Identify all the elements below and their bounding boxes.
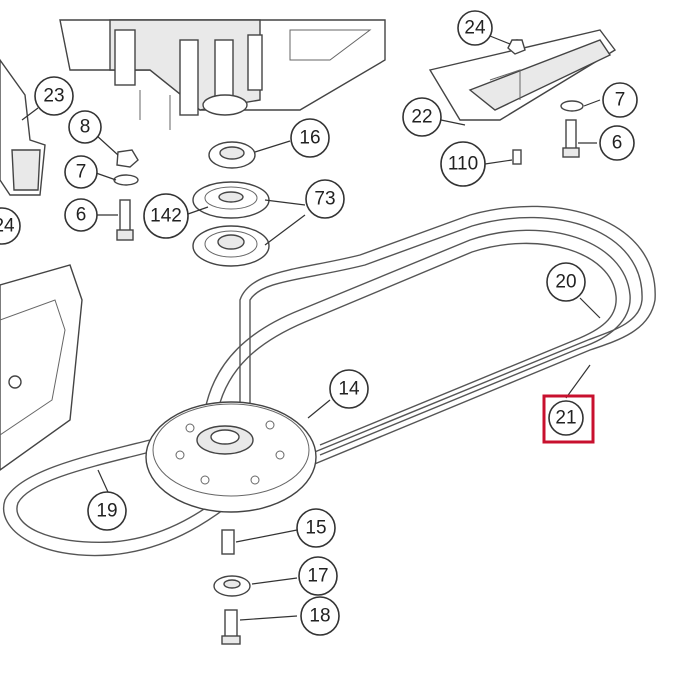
callout-8: 8 — [68, 110, 102, 144]
pulley-73-upper — [192, 181, 270, 219]
callout-20: 20 — [546, 262, 586, 302]
callout-24-top: 24 — [457, 10, 493, 46]
callout-7: 7 — [64, 155, 98, 189]
svg-text:24: 24 — [0, 216, 15, 237]
mounting-bracket — [428, 29, 617, 121]
svg-text:24: 24 — [464, 18, 486, 39]
callout-16: 16 — [290, 118, 330, 158]
callout-14: 14 — [329, 369, 369, 409]
svg-text:6: 6 — [76, 205, 87, 226]
callout-22: 22 — [402, 97, 442, 137]
pulley-14 — [145, 401, 317, 513]
callout-6: 6 — [64, 198, 98, 232]
svg-text:6: 6 — [612, 133, 623, 154]
callout-15: 15 — [296, 508, 336, 548]
svg-text:7: 7 — [76, 162, 87, 183]
callout-110: 110 — [440, 141, 486, 187]
engine-housing — [59, 19, 386, 130]
spindle-parts — [213, 529, 251, 645]
callout-24-left-partial: 24 — [0, 207, 21, 245]
callout-17: 17 — [298, 556, 338, 596]
callout-7-right: 7 — [602, 82, 638, 118]
svg-text:16: 16 — [299, 128, 320, 149]
callout-142: 142 — [143, 193, 189, 239]
svg-text:22: 22 — [411, 107, 432, 128]
leader-lines — [21, 35, 601, 621]
svg-text:23: 23 — [43, 86, 64, 107]
hardware-left — [113, 149, 139, 241]
bearing-16 — [208, 141, 256, 169]
svg-text:19: 19 — [96, 501, 117, 522]
callout-23: 23 — [34, 76, 74, 116]
callout-6-right: 6 — [599, 125, 635, 161]
svg-text:73: 73 — [314, 189, 335, 210]
svg-text:8: 8 — [80, 117, 91, 138]
belt-21 — [204, 229, 631, 456]
belt-19 — [2, 439, 261, 557]
svg-text:7: 7 — [615, 90, 626, 111]
highlight-box-21 — [542, 394, 595, 444]
svg-text:110: 110 — [448, 154, 478, 175]
left-deck-plate — [0, 264, 83, 471]
svg-text:142: 142 — [150, 206, 182, 227]
svg-text:14: 14 — [338, 379, 360, 400]
svg-text:17: 17 — [307, 566, 328, 587]
pulley-73-lower — [192, 225, 270, 267]
callout-18: 18 — [300, 596, 340, 636]
callout-21: 21 — [548, 400, 584, 436]
left-bracket — [0, 58, 46, 196]
svg-text:20: 20 — [555, 272, 576, 293]
callouts: 23 8 7 6 16 142 73 24 22 110 7 6 20 21 1… — [0, 10, 638, 636]
callout-19: 19 — [87, 491, 127, 531]
svg-text:21: 21 — [555, 408, 576, 429]
hardware-right — [507, 39, 584, 165]
svg-text:18: 18 — [309, 606, 330, 627]
callout-73: 73 — [305, 179, 345, 219]
svg-text:15: 15 — [305, 518, 326, 539]
